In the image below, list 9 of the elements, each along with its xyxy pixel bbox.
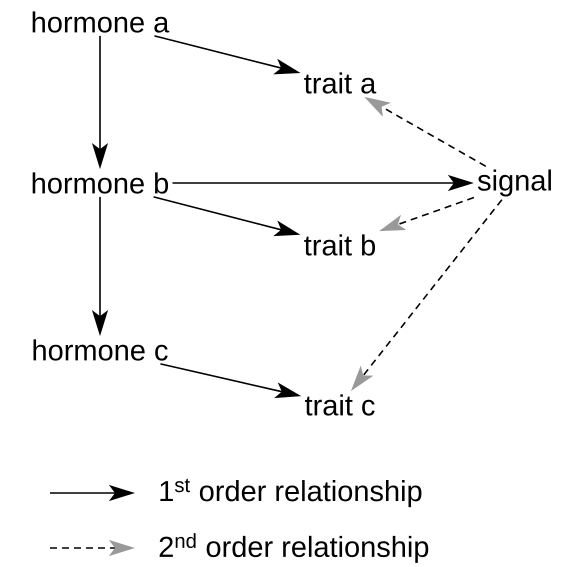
node-label: hormone a [32, 11, 170, 33]
node-label: trait a [304, 72, 376, 94]
node-label: hormone b [32, 172, 168, 194]
legend-text: 1$^{st}$ order relationship [160, 478, 422, 508]
node-label: hormone c [34, 339, 168, 361]
node-label: trait b [304, 234, 376, 256]
node-label: trait c [305, 394, 375, 416]
node-label: signal [478, 169, 551, 197]
legend-text: 2$^{nd}$ order relationship [160, 533, 428, 563]
